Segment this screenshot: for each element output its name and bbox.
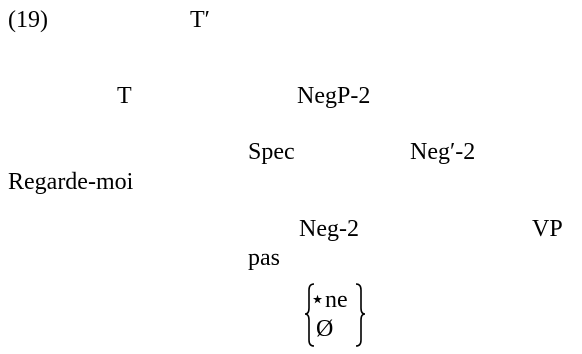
node-t: T xyxy=(117,83,132,109)
alternative-null: Ø xyxy=(316,316,334,342)
node-vp: VP xyxy=(532,216,563,242)
node-t-bar: T′ xyxy=(190,7,210,33)
node-neg-bar-2: Neg′-2 xyxy=(410,139,476,165)
node-spec: Spec xyxy=(248,139,295,165)
node-negp-2: NegP-2 xyxy=(297,83,371,109)
lexical-item-regarde-moi: Regarde-moi xyxy=(8,169,134,195)
alternative-star-ne: ⋆ne xyxy=(310,287,348,313)
lexical-item-pas: pas xyxy=(248,245,280,271)
curly-braces-icon xyxy=(305,283,365,347)
alternatives-brace-group: ⋆ne Ø xyxy=(305,282,365,348)
node-neg-2: Neg-2 xyxy=(299,216,359,242)
example-number: (19) xyxy=(8,7,48,33)
